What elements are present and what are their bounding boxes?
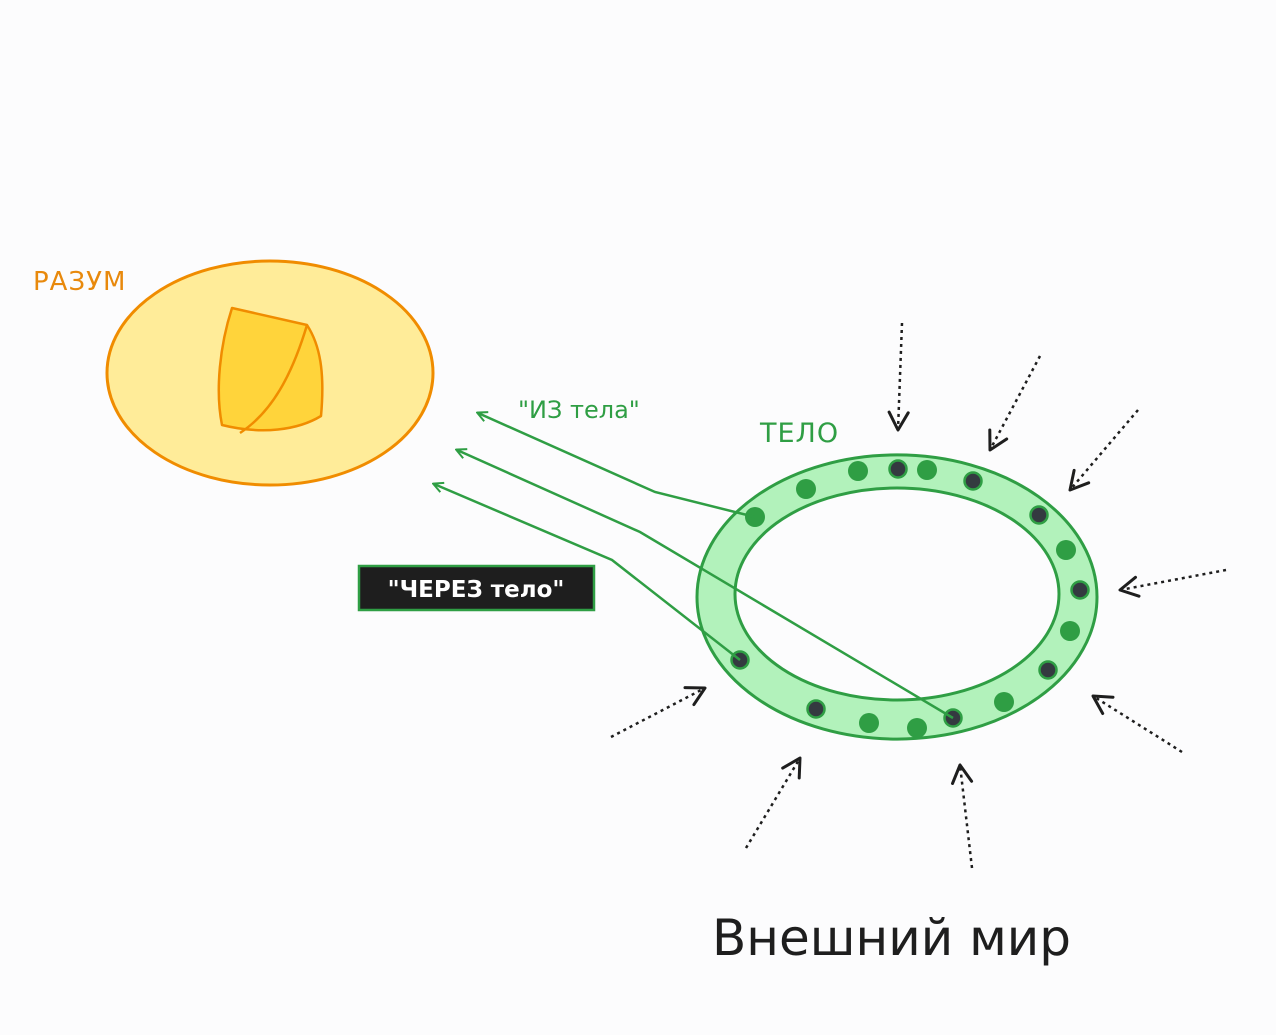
world-arrow-line (610, 686, 706, 739)
body-node-green (859, 713, 879, 733)
body-node-green (917, 460, 937, 480)
world-arrow-head (988, 428, 1009, 452)
world-arrow-head (1118, 575, 1141, 598)
from-body-arrow (478, 413, 756, 519)
body-node-dark (888, 459, 908, 479)
world-arrow-line (744, 757, 802, 849)
world-arrow (1068, 409, 1139, 492)
world-arrow (744, 756, 802, 849)
body-nodes (730, 459, 1090, 738)
mind-label: РАЗУМ (33, 267, 126, 297)
world-arrow (1091, 694, 1183, 754)
world-arrow (951, 763, 974, 869)
world-arrow-line (896, 322, 904, 431)
body-node-green (848, 461, 868, 481)
through-body-label: "ЧЕРЕЗ тело" (388, 577, 565, 603)
body-node-green (907, 718, 927, 738)
body-node-green (1060, 621, 1080, 641)
flow-lines: "ИЗ тела" (434, 396, 954, 720)
through-body-badge: "ЧЕРЕЗ тело" (357, 564, 596, 612)
world-arrow (1118, 568, 1227, 598)
world-arrow (988, 355, 1042, 452)
world-arrow (610, 686, 707, 739)
world-arrow-head (951, 763, 974, 785)
through-body-arrow-short (434, 484, 741, 661)
body-node-dark (1038, 660, 1058, 680)
world-arrow-line (988, 355, 1042, 451)
body-node-dark (1070, 580, 1090, 600)
world-arrow-head (781, 756, 802, 780)
body-node-dark (963, 471, 983, 491)
body-node-green (796, 479, 816, 499)
world-arrow-head (1091, 694, 1115, 715)
body-label: ТЕЛО (759, 418, 839, 449)
world-arrow-line (1092, 694, 1183, 754)
from-body-label: "ИЗ тела" (518, 396, 640, 424)
world-arrow-head (683, 686, 707, 707)
outer-world-label: Внешний мир (712, 909, 1071, 967)
world-arrow-line (958, 764, 974, 869)
mind-core-shape (217, 306, 324, 432)
world-arrow (887, 322, 910, 432)
outer-world-arrows (610, 322, 1227, 869)
world-arrow-head (887, 410, 910, 432)
body-group: ТЕЛО (695, 418, 1099, 741)
mind-group: РАЗУМ (33, 259, 435, 487)
body-node-green (1056, 540, 1076, 560)
body-ring (695, 453, 1099, 741)
through-body-arrow-long (457, 450, 954, 720)
body-node-dark (806, 699, 826, 719)
body-node-green (994, 692, 1014, 712)
world-arrow-head (1068, 468, 1091, 492)
world-arrow-line (1069, 409, 1139, 491)
mind-core-curve (239, 324, 309, 435)
body-node-dark (1029, 505, 1049, 525)
world-arrow-line (1119, 568, 1227, 592)
